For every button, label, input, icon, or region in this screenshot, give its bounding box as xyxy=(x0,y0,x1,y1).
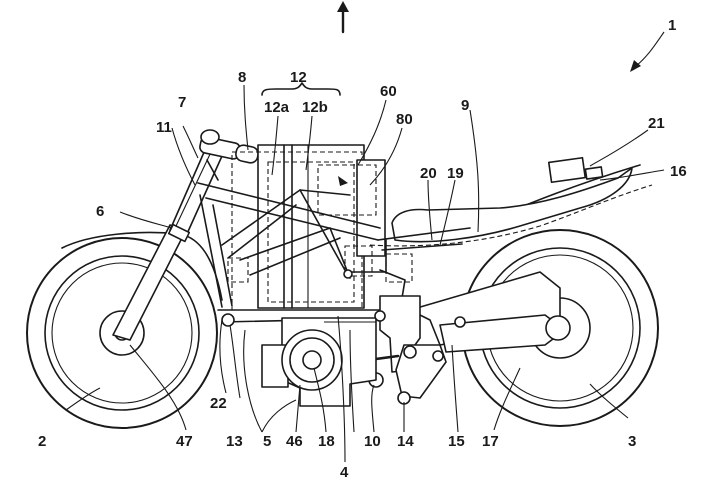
label-2: 2 xyxy=(38,433,46,450)
label-8: 8 xyxy=(238,69,246,86)
label-3: 3 xyxy=(628,433,636,450)
label-6: 6 xyxy=(96,203,104,220)
label-7: 7 xyxy=(178,94,186,111)
label-4: 4 xyxy=(340,464,349,481)
battery-bracket xyxy=(261,82,341,96)
leader-lines xyxy=(65,84,665,463)
label-46: 46 xyxy=(286,433,303,450)
label-5: 5 xyxy=(263,433,271,450)
label-17: 17 xyxy=(482,433,499,450)
label-10: 10 xyxy=(364,433,381,450)
label-11: 11 xyxy=(156,119,172,136)
handlebar xyxy=(199,129,259,181)
label-1: 1 xyxy=(668,17,676,34)
forward-arrow xyxy=(337,1,349,34)
battery-12 xyxy=(231,144,365,311)
label-14: 14 xyxy=(397,433,414,450)
label-16: 16 xyxy=(670,163,687,180)
swing-arm xyxy=(409,271,571,353)
tail-unit-21 xyxy=(547,156,604,184)
label-15: 15 xyxy=(448,433,465,450)
label-21: 21 xyxy=(648,115,665,132)
front-fork xyxy=(112,149,223,341)
label-80: 80 xyxy=(396,111,413,128)
reference-labels: 1 2 3 4 5 6 7 8 9 10 11 12 12a 12b 13 14… xyxy=(38,17,687,481)
label-22: 22 xyxy=(210,395,227,412)
label-9: 9 xyxy=(461,97,469,114)
label-12: 12 xyxy=(290,69,307,86)
label-19: 19 xyxy=(447,165,464,182)
frame-pivots xyxy=(221,269,386,327)
label-13: 13 xyxy=(226,433,243,450)
vehicle-pointer-arrow xyxy=(630,31,665,72)
label-18: 18 xyxy=(318,433,335,450)
label-12a: 12a xyxy=(264,99,290,116)
motor-unit xyxy=(261,317,377,407)
label-47: 47 xyxy=(176,433,193,450)
rear-frame xyxy=(227,227,471,283)
label-20: 20 xyxy=(420,165,437,182)
seat xyxy=(369,167,653,247)
label-60: 60 xyxy=(380,83,397,100)
front-wheel xyxy=(26,237,218,429)
label-12b: 12b xyxy=(302,99,328,116)
